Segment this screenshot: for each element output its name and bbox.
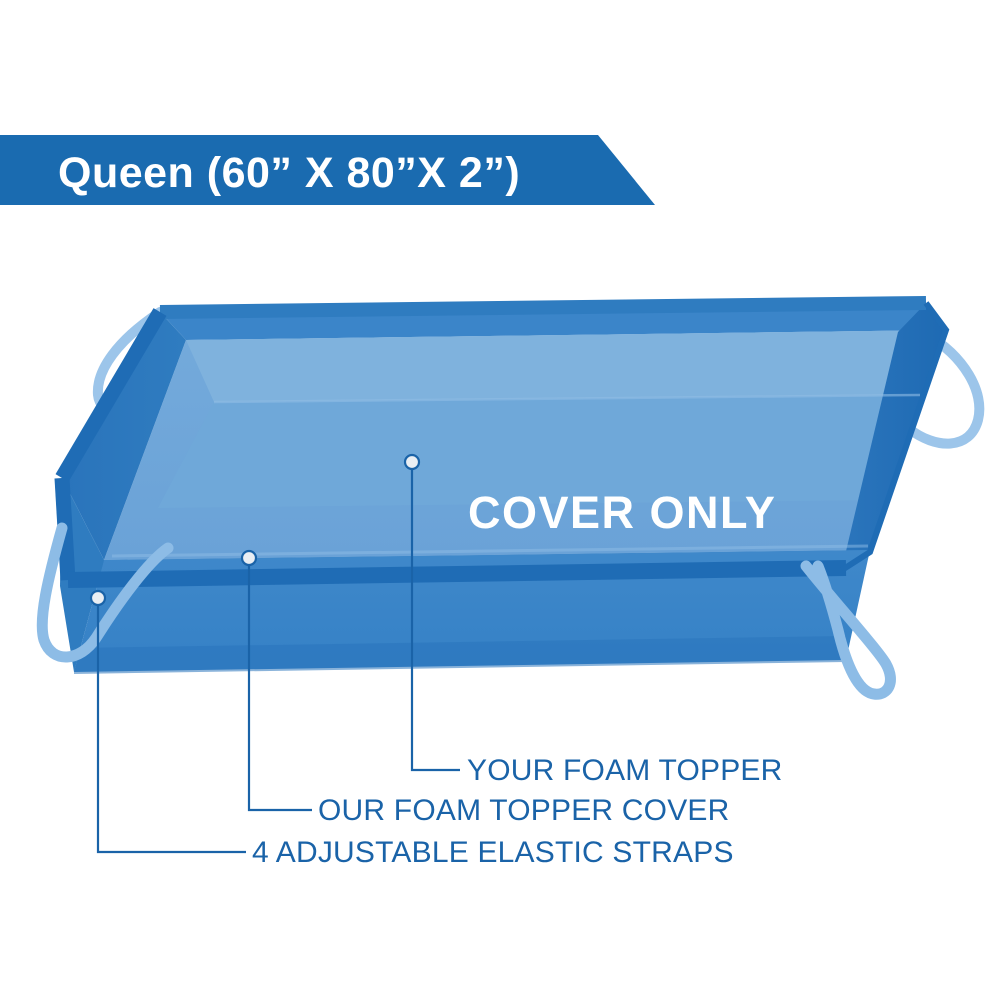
- outline-front-bottom: [67, 560, 847, 588]
- foam-topper-cover-illustration: COVER ONLY: [54, 296, 950, 674]
- leader-dot-elastic-straps: [89, 589, 107, 607]
- strap-front-right: [800, 560, 896, 700]
- inner-floor: [158, 395, 920, 508]
- inner-left-wall: [62, 312, 186, 560]
- front-straps-group: [36, 522, 896, 700]
- outline-left-top: [55, 308, 167, 482]
- callout-labels: YOUR FOAM TOPPER OUR FOAM TOPPER COVER 4…: [252, 754, 782, 869]
- rim-right-face: [842, 303, 946, 568]
- inner-back-wall: [186, 330, 946, 402]
- cover-only-label: COVER ONLY: [468, 487, 776, 538]
- leader-elastic-straps: [96, 606, 246, 854]
- front-hem: [111, 544, 869, 558]
- outline-right: [840, 301, 950, 573]
- front-bottom-edge: [74, 636, 846, 674]
- callout-label-foam-topper: YOUR FOAM TOPPER: [467, 754, 782, 787]
- size-banner: Queen (60” X 80”X 2”): [0, 135, 655, 205]
- leader-dot-foam-topper: [403, 453, 421, 471]
- strap-front-left: [36, 522, 174, 663]
- callout-leaders: [89, 453, 460, 854]
- outline-back: [159, 296, 927, 319]
- banner-label: Queen (60” X 80”X 2”): [58, 149, 520, 197]
- leader-foam-topper-cover: [247, 566, 312, 812]
- leader-foam-topper: [410, 470, 460, 772]
- strap-rear-right: [903, 329, 985, 449]
- inner-seam-top: [213, 393, 921, 404]
- banner-shape: [0, 135, 655, 205]
- callout-label-elastic-straps: 4 ADJUSTABLE ELASTIC STRAPS: [252, 836, 734, 869]
- callout-label-foam-topper-cover: OUR FOAM TOPPER COVER: [318, 794, 730, 827]
- leader-dot-foam-topper-cover: [240, 549, 258, 567]
